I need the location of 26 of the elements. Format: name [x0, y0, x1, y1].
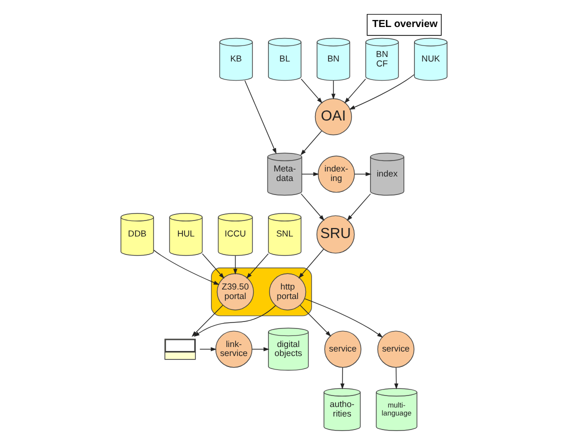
arrow [300, 78, 322, 104]
arrow [330, 80, 335, 100]
arrow [348, 74, 414, 110]
arrow [346, 193, 370, 221]
arrow [300, 172, 319, 176]
arrow [198, 347, 216, 352]
node-circle: index-ing [317, 156, 354, 193]
node-circle: link-service [214, 330, 252, 368]
arrow [251, 347, 269, 352]
arrow [244, 80, 276, 154]
diagram-title: TEL overview [372, 19, 438, 30]
arrow [298, 248, 324, 278]
arrow [153, 250, 219, 285]
arrow [354, 172, 371, 176]
arrow [193, 305, 276, 337]
arrow [299, 304, 331, 337]
arrow [300, 193, 324, 221]
arrow [304, 298, 382, 338]
arrow [246, 253, 268, 279]
arrow [344, 78, 366, 104]
arrow [340, 367, 344, 390]
arrow [300, 130, 322, 156]
arrow [394, 367, 398, 390]
arrow [191, 304, 223, 337]
arrow [232, 255, 237, 275]
arrow [202, 253, 224, 279]
